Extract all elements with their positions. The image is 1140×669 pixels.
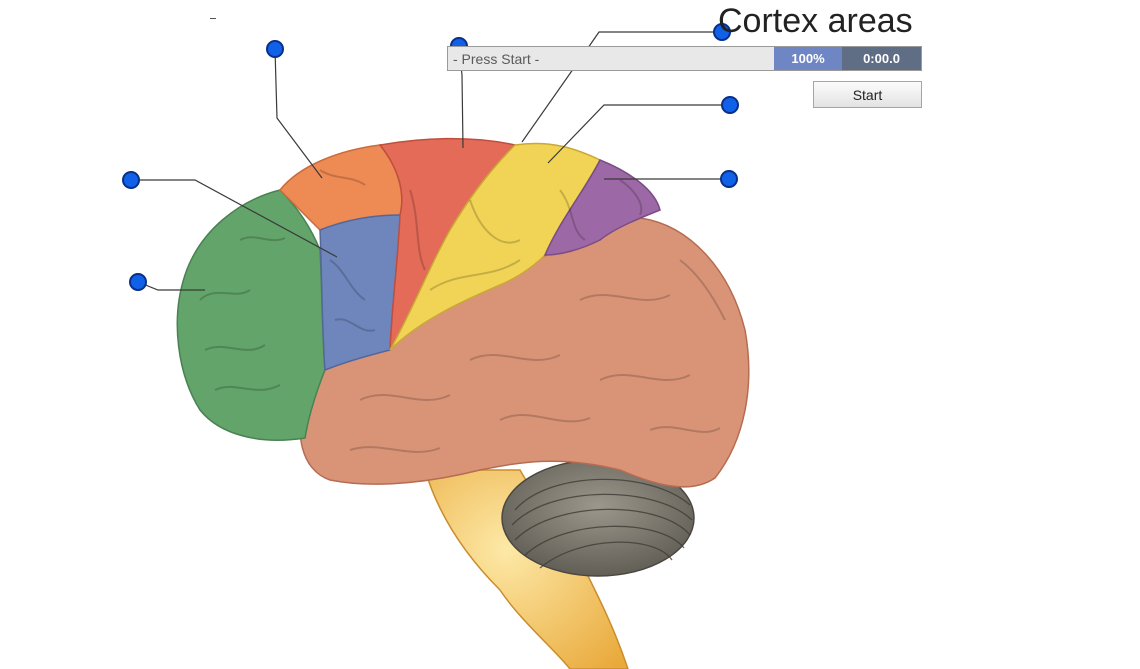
- marker-green-region[interactable]: [130, 274, 146, 290]
- dash-mark: [210, 18, 216, 19]
- cortex-green-region: [177, 190, 325, 440]
- status-bar: - Press Start - 100% 0:00.0: [447, 46, 922, 71]
- status-text: - Press Start -: [453, 51, 539, 67]
- start-button[interactable]: Start: [813, 81, 922, 108]
- timer-display: 0:00.0: [842, 47, 921, 70]
- marker-blue-region[interactable]: [123, 172, 139, 188]
- score-display: 100%: [774, 47, 842, 70]
- marker-purple-region[interactable]: [721, 171, 737, 187]
- page-title: Cortex areas: [718, 2, 913, 41]
- marker-yellow-lower[interactable]: [722, 97, 738, 113]
- cortex-blue-region: [320, 215, 400, 370]
- marker-orange-region[interactable]: [267, 41, 283, 57]
